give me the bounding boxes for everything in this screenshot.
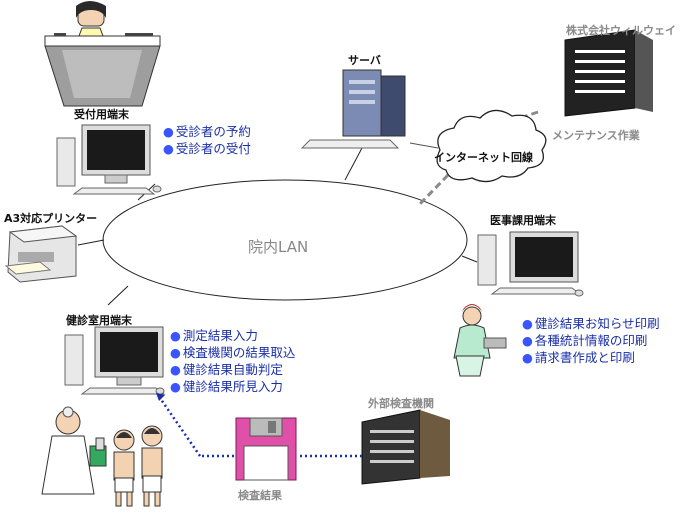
results-label: 検査結果	[238, 489, 282, 502]
exam-functions: 測定結果入力 検査機関の結果取込 健診結果自動判定 健診結果所見入力	[170, 327, 296, 395]
printer-label: A3対応プリンター	[4, 212, 98, 225]
floppy-disk-icon	[235, 417, 297, 481]
lan-label: 院内LAN	[248, 238, 309, 256]
company-label: 株式会社ウィルウェイ	[566, 24, 676, 37]
list-item: 健診結果お知らせ印刷	[522, 315, 660, 332]
laboratory-building-icon	[361, 409, 450, 485]
flow-disk-to-pc	[158, 397, 202, 457]
internet-cloud-icon	[436, 109, 547, 183]
medical-office-label: 医事課用端末	[490, 214, 556, 227]
office-worker-icon	[453, 304, 507, 377]
list-item: 受診者の受付	[163, 140, 251, 157]
doctor-patients-icon	[41, 406, 163, 507]
list-item: 各種統計情報の印刷	[522, 332, 660, 349]
list-item: 健診結果所見入力	[170, 378, 295, 395]
link-exam	[107, 285, 129, 306]
desktop-computer-icon-reception	[56, 124, 162, 195]
reception-functions: 受診者の予約 受診者の受付	[163, 123, 251, 157]
printer-icon	[4, 225, 78, 283]
list-item: 受診者の予約	[163, 123, 251, 140]
flow-arrowhead	[156, 393, 165, 401]
server-label: サーバ	[348, 54, 381, 67]
desktop-computer-icon-exam	[64, 326, 166, 395]
desktop-computer-icon-office	[477, 231, 584, 297]
tower-server-icon	[300, 69, 406, 149]
list-item: 測定結果入力	[170, 327, 295, 344]
link-office	[461, 255, 478, 263]
list-item: 健診結果自動判定	[170, 361, 295, 378]
link-printer	[77, 239, 105, 246]
list-item: 請求書作成と印刷	[522, 349, 660, 366]
list-item: 検査機関の結果取込	[170, 344, 296, 361]
office-functions: 健診結果お知らせ印刷 各種統計情報の印刷 請求書作成と印刷	[522, 315, 660, 366]
maintenance-label: メンテナンス作業	[552, 129, 640, 142]
external-lab-label: 外部検査機関	[368, 397, 434, 410]
office-building-icon	[564, 29, 653, 117]
reception-label: 受付用端末	[74, 108, 129, 121]
internet-link-lan	[416, 173, 450, 208]
link-server	[344, 147, 363, 181]
receptionist-icon	[44, 1, 161, 107]
exam-room-label: 健診室用端末	[66, 314, 132, 327]
internet-label: インターネット回線	[434, 151, 533, 164]
server-to-cloud	[409, 142, 439, 149]
